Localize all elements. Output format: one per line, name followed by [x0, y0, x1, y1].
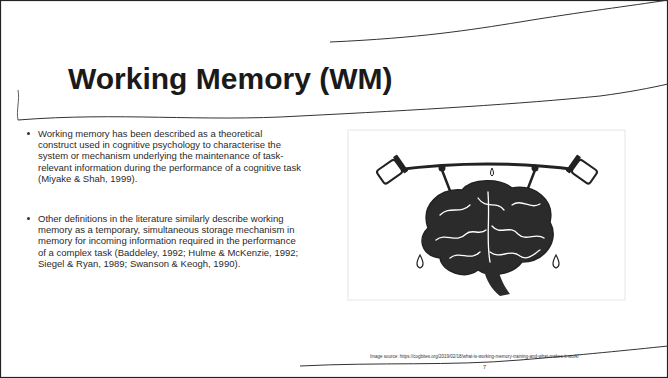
bullet-marker: [27, 132, 30, 135]
barbell-bar: [395, 164, 578, 170]
barbell-weight: [566, 154, 600, 186]
barbell-weight: [375, 154, 409, 186]
bullet-marker: [27, 217, 30, 220]
image-source: Image source: https://cogbites.org/2019/…: [370, 355, 579, 360]
bullet-text: Working memory has been described as a t…: [38, 128, 302, 184]
image-frame: [348, 130, 625, 300]
brain-illustration: [375, 154, 599, 296]
wave-line: [330, 0, 668, 42]
page-number: 7: [483, 364, 486, 370]
wave-line: [300, 346, 668, 366]
slide-title: Working Memory (WM): [68, 62, 392, 96]
bullet-text: Other definitions in the literature simi…: [38, 213, 302, 269]
wave-line: [17, 90, 18, 120]
